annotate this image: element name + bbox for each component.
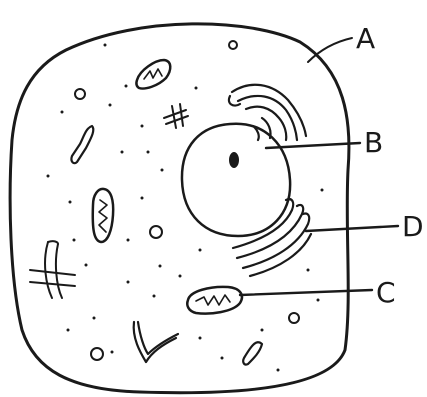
label-b: B — [364, 126, 383, 159]
label-c: C — [376, 276, 396, 309]
leader-line-d — [306, 226, 398, 231]
nucleolus — [229, 152, 239, 168]
vesicle — [289, 313, 299, 323]
nucleus — [182, 124, 290, 236]
mitochondrion-c — [187, 287, 242, 314]
v-shaped-organelle — [134, 322, 178, 362]
mitochondrion-left — [93, 189, 113, 242]
vesicle — [91, 348, 103, 360]
centriole-lower — [30, 241, 75, 298]
leader-line-c — [240, 290, 372, 295]
vesicle — [150, 226, 162, 238]
mitochondrion-upper — [136, 60, 170, 89]
golgi-apparatus-d — [233, 199, 311, 276]
label-d: D — [402, 210, 424, 243]
curved-organelle-bottom — [243, 342, 262, 364]
leader-line-a — [308, 38, 352, 62]
label-a: A — [356, 22, 375, 55]
cell-membrane — [10, 24, 349, 393]
vesicle — [75, 89, 85, 99]
rod-organelle-left — [71, 126, 93, 163]
vesicle — [229, 41, 237, 49]
centriole-upper — [164, 104, 188, 128]
golgi-apparatus-upper — [229, 85, 306, 140]
cytoplasm-granules — [47, 44, 324, 372]
